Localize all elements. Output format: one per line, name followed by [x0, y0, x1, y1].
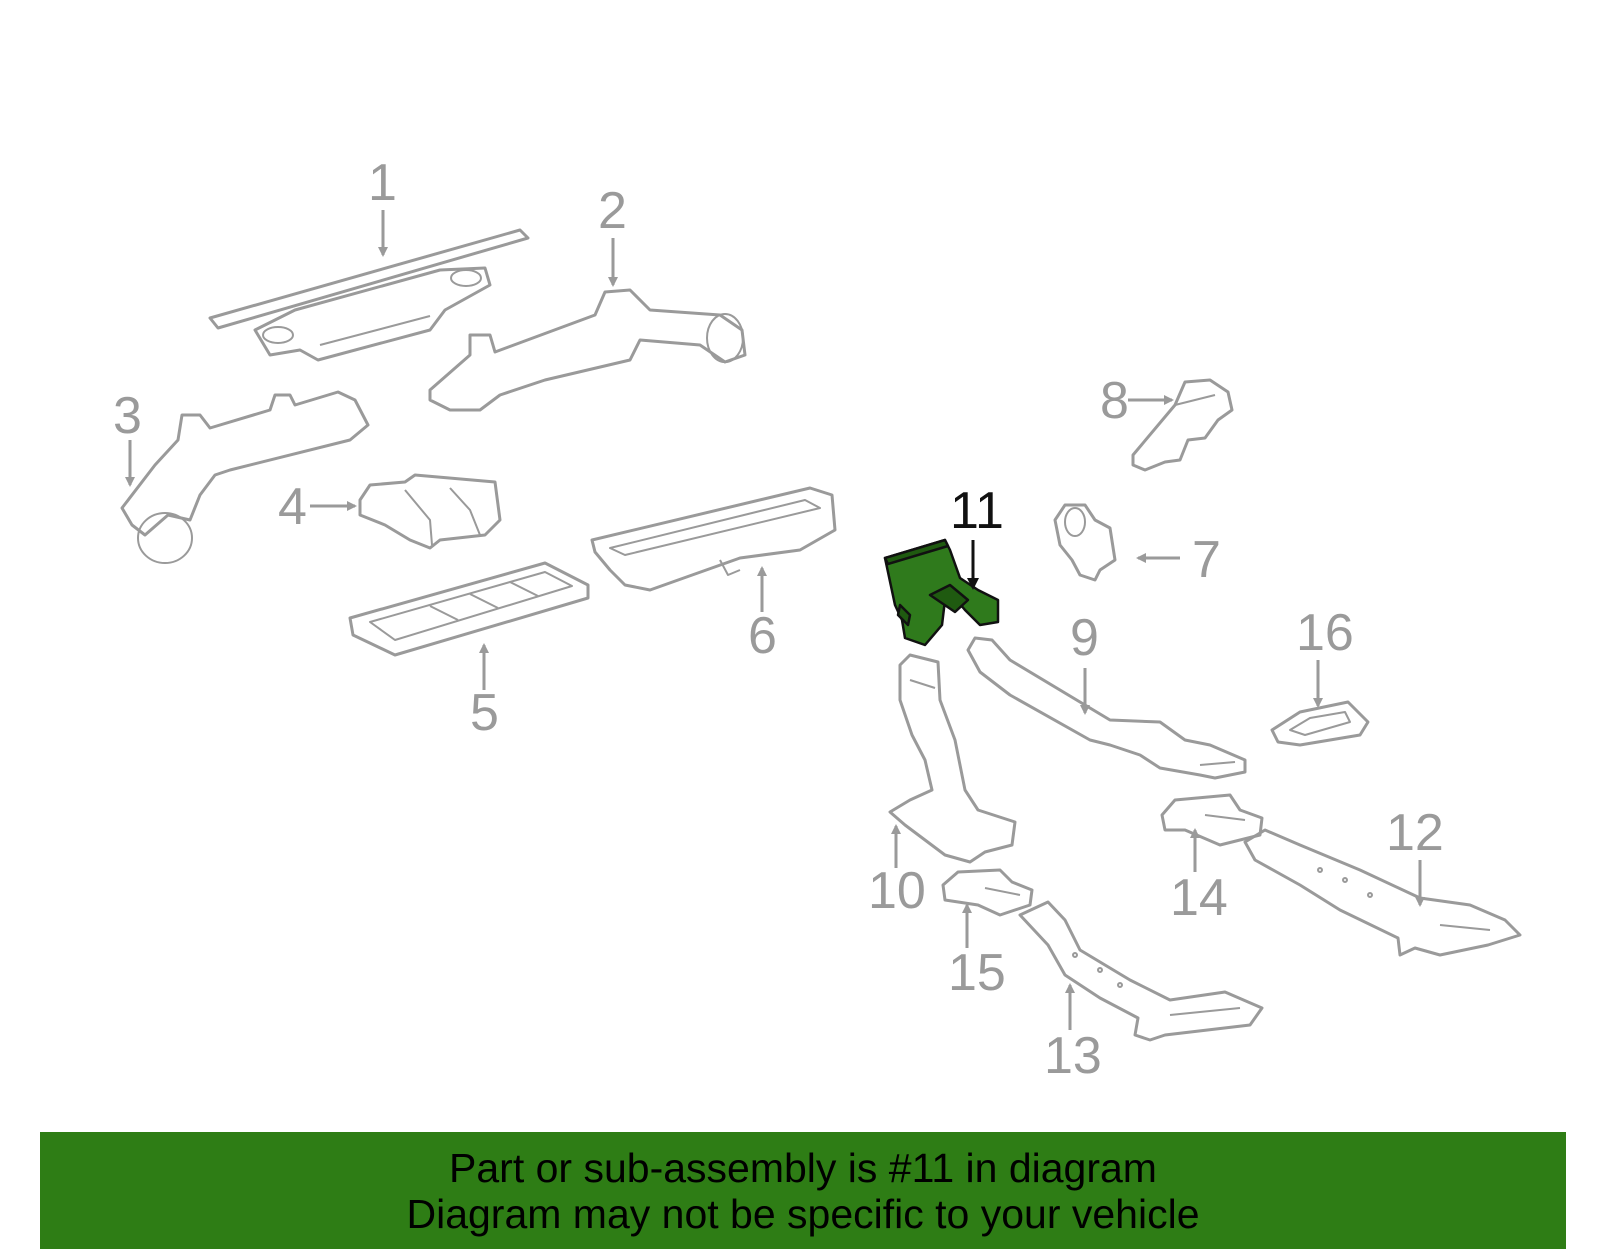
banner-line-2: Diagram may not be specific to your vehi…	[406, 1190, 1200, 1237]
banner-line-1: Part or sub-assembly is #11 in diagram	[449, 1144, 1157, 1191]
callout-6: 6	[748, 607, 777, 665]
callout-14: 14	[1170, 869, 1228, 927]
info-banner: Part or sub-assembly is #11 in diagram D…	[40, 1132, 1566, 1249]
part-3-side-duct[interactable]	[120, 390, 370, 564]
callout-13: 13	[1044, 1027, 1102, 1085]
part-13-rear-floor-duct[interactable]	[1018, 900, 1264, 1042]
part-9-rear-duct[interactable]	[966, 636, 1247, 780]
part-14-connector[interactable]	[1160, 793, 1264, 847]
callout-16: 16	[1296, 604, 1354, 662]
callout-9: 9	[1070, 609, 1099, 667]
callout-8: 8	[1100, 372, 1129, 430]
callout-5: 5	[470, 684, 499, 742]
part-1-defroster-nozzle[interactable]	[208, 228, 530, 362]
part-4-center-register[interactable]	[358, 473, 502, 550]
callout-4: 4	[278, 478, 307, 536]
part-6-upper-duct[interactable]	[590, 486, 837, 592]
callout-10: 10	[868, 862, 926, 920]
callout-1: 1	[368, 154, 397, 212]
part-8-duct-elbow[interactable]	[1131, 378, 1234, 472]
part-5-register-panel[interactable]	[348, 561, 590, 657]
part-11-highlighted-duct[interactable]	[883, 538, 1000, 647]
callout-15: 15	[948, 944, 1006, 1002]
part-10-floor-duct[interactable]	[888, 653, 1017, 864]
part-15-connector[interactable]	[941, 868, 1034, 917]
part-12-rear-floor-duct[interactable]	[1243, 828, 1522, 957]
part-16-grille[interactable]	[1270, 700, 1370, 747]
part-2-side-duct[interactable]	[428, 288, 747, 412]
callout-12: 12	[1386, 804, 1444, 862]
callout-3: 3	[113, 387, 142, 445]
callout-7: 7	[1192, 531, 1221, 589]
part-7-duct-joint[interactable]	[1053, 503, 1117, 582]
callout-2: 2	[598, 182, 627, 240]
callout-11: 11	[950, 482, 1004, 540]
